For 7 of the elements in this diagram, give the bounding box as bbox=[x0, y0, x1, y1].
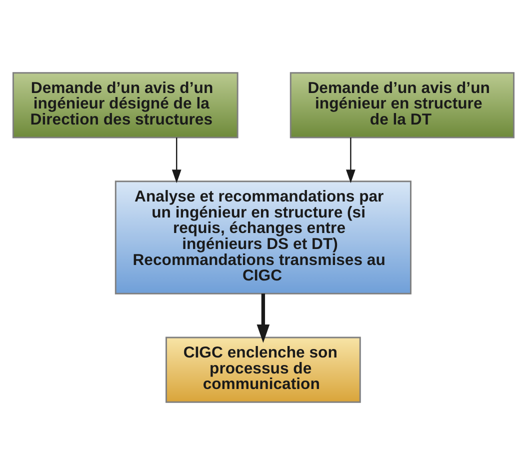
node-box: Demande d’un avis d’un ingénieur en structure de la DT bbox=[290, 72, 515, 138]
node-box: Demande d’un avis d’un ingénieur désigné de la Direction des structures bbox=[12, 72, 238, 138]
node-box: Analyse et recommandations par un ingénieur en structure (si requis, échanges entre ingénieurs DS et DT) Recommandations transmises au CIGC bbox=[114, 180, 412, 294]
node-box: CIGC enclenche son processus de communication bbox=[166, 336, 361, 402]
arrow bbox=[346, 137, 356, 183]
arrow bbox=[256, 293, 270, 342]
arrow bbox=[172, 137, 182, 183]
